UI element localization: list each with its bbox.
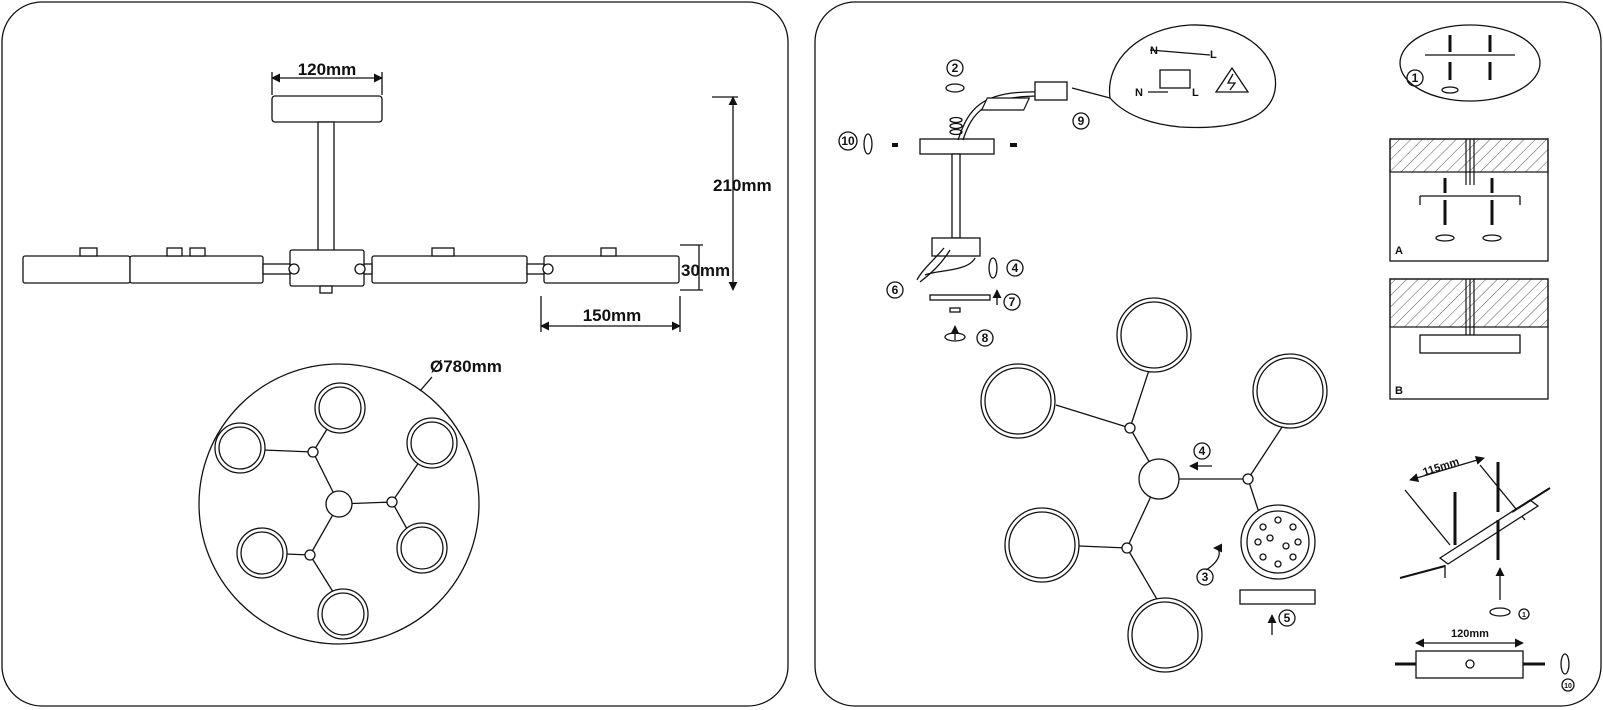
svg-text:9: 9 xyxy=(1078,114,1085,128)
step-4-lower-badge: 4 xyxy=(1193,442,1211,460)
step-4-badge: 4 xyxy=(1006,259,1024,277)
inset-a-label: A xyxy=(1395,245,1403,257)
svg-text:7: 7 xyxy=(1009,295,1016,309)
svg-text:3: 3 xyxy=(1202,570,1209,584)
side-view-drawing xyxy=(22,95,680,294)
live-bottom-label: L xyxy=(1192,87,1199,99)
step-2-badge: 2 xyxy=(946,59,964,77)
canopy-step-10-number: 10 xyxy=(1564,683,1572,690)
step-7-badge: 7 xyxy=(1003,293,1021,311)
live-top-label: L xyxy=(1210,49,1217,61)
mounting-assembly-drawing: N L N L xyxy=(863,24,1277,342)
svg-text:10: 10 xyxy=(841,134,855,148)
canopy-width-label: 120mm xyxy=(298,60,357,79)
fixture-top-view xyxy=(980,297,1328,673)
hole-spacing-label: 115mm xyxy=(1422,456,1461,479)
diameter-label: Ø780mm xyxy=(430,357,502,376)
step-5-badge: 5 xyxy=(1278,609,1296,627)
step-3-badge: 3 xyxy=(1196,568,1214,586)
step-1-anchor-callout: 1 xyxy=(1399,24,1541,102)
inset-a-drawing: A xyxy=(1389,138,1549,262)
inset-b-drawing: B xyxy=(1389,278,1549,400)
svg-text:4: 4 xyxy=(1199,444,1206,458)
svg-text:5: 5 xyxy=(1284,611,1291,625)
step-1-number: 1 xyxy=(1412,71,1419,85)
svg-text:8: 8 xyxy=(982,331,989,345)
canopy-bottom-drawing: 120mm 10 xyxy=(1395,628,1575,692)
top-view-drawing: Ø780mm xyxy=(198,357,502,645)
neutral-top-label: N xyxy=(1150,45,1158,57)
neutral-bottom-label: N xyxy=(1135,87,1143,99)
electric-warning-icon xyxy=(1214,66,1250,93)
installation-panel: N L N L 2 10 9 4 6 7 8 xyxy=(814,1,1602,707)
bracket-drawing: 115mm 1 xyxy=(1399,456,1551,620)
step-9-badge: 9 xyxy=(1072,112,1090,130)
svg-text:4: 4 xyxy=(1012,261,1019,275)
step-6-badge: 6 xyxy=(886,281,904,299)
led-module xyxy=(1240,504,1316,580)
step-8-badge: 8 xyxy=(976,329,994,347)
dimensions-panel: 120mm 210mm 30mm 150mm Ø780mm xyxy=(1,1,789,707)
height-label: 210mm xyxy=(713,176,772,195)
module-width-label: 150mm xyxy=(583,306,642,325)
svg-text:6: 6 xyxy=(892,283,899,297)
canopy-bottom-width-label: 120mm xyxy=(1451,628,1489,640)
thickness-label: 30mm xyxy=(681,261,730,280)
bracket-step-1-number: 1 xyxy=(1522,612,1526,619)
step-10-badge: 10 xyxy=(838,131,858,151)
inset-b-label: B xyxy=(1395,385,1403,397)
svg-text:2: 2 xyxy=(952,61,959,75)
